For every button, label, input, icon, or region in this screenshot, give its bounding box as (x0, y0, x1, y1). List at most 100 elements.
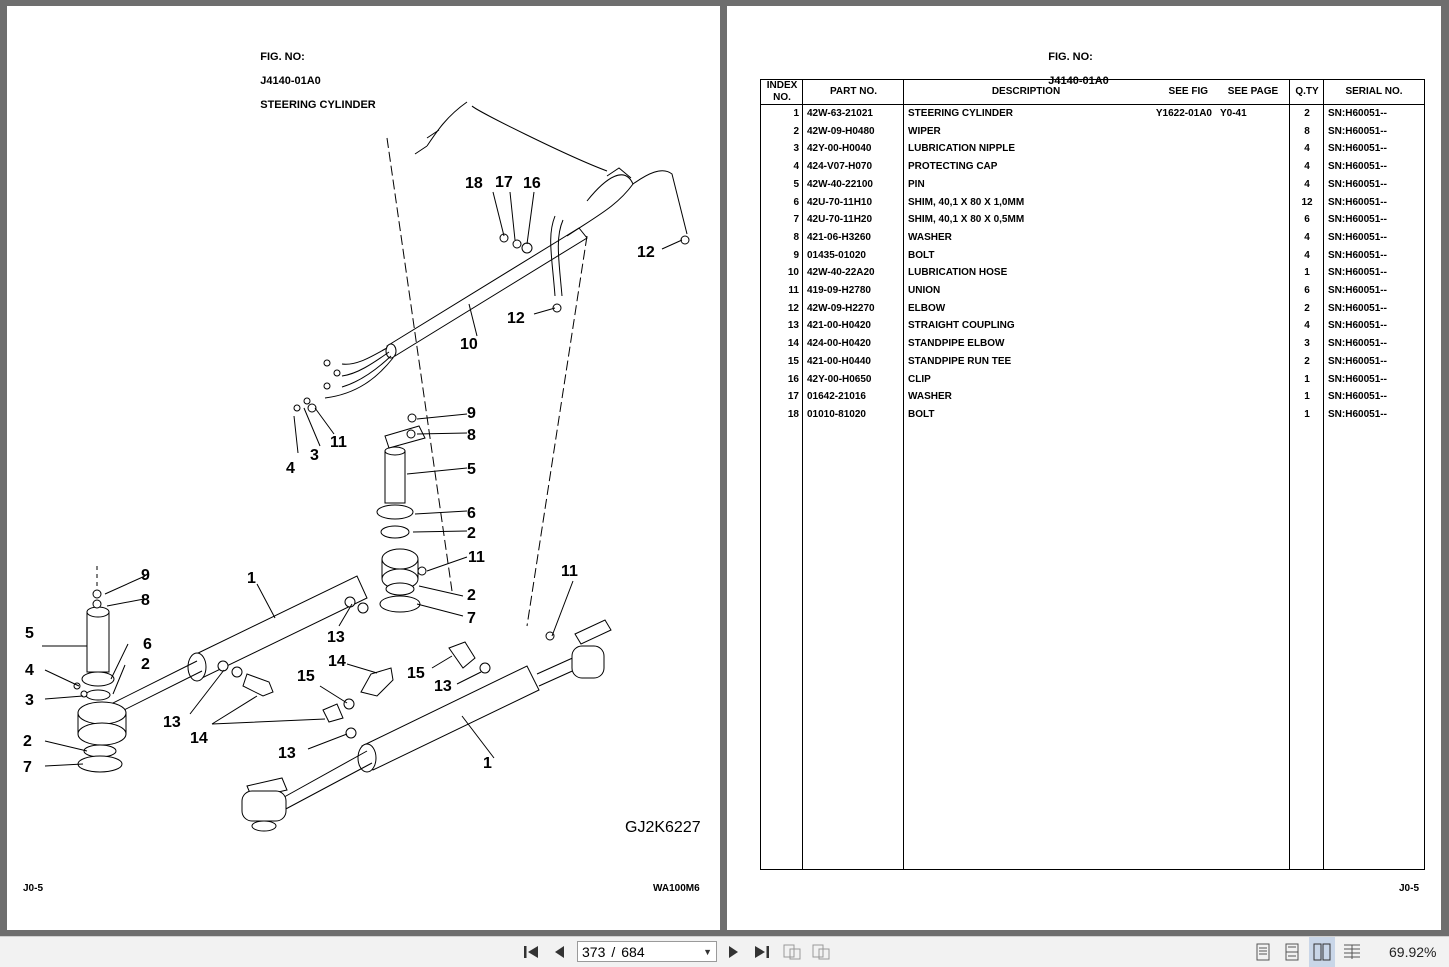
serial-cell: SN:H60051-- (1328, 320, 1387, 332)
fig-number: J4140-01A0 (260, 75, 321, 87)
serial-cell: SN:H60051-- (1328, 391, 1387, 403)
part-no-cell: 42W-40-22100 (807, 178, 873, 190)
description-cell: CLIP (908, 373, 931, 385)
see-page-cell (1216, 317, 1290, 335)
qty-cell: 4 (1304, 249, 1310, 261)
part-no-cell: 01010-81020 (807, 408, 866, 420)
part-no-cell: 42U-70-11H20 (807, 214, 873, 226)
serial-cell: SN:H60051-- (1328, 373, 1387, 385)
current-page: 373 (582, 943, 606, 960)
index-cell: 9 (793, 249, 799, 261)
part-no-cell: 42Y-00-H0650 (807, 373, 872, 385)
callout-10: 10 (460, 336, 478, 353)
footer-left: J0-5 (23, 883, 44, 894)
description-cell: BOLT (908, 249, 935, 261)
page-number-input[interactable]: 373 / 684 ▼ (577, 941, 717, 962)
fig-label: FIG. NO: (260, 51, 305, 63)
parts-table-grid: INDEX NO. PART NO. DESCRIPTION SEE FIG S… (761, 80, 1424, 424)
index-cell: 1 (793, 108, 799, 119)
qty-cell: 12 (1301, 196, 1313, 208)
callout-3-left: 3 (25, 692, 34, 709)
fig-label-right: FIG. NO: (1048, 51, 1093, 63)
serial-cell: SN:H60051-- (1328, 408, 1387, 420)
first-page-icon[interactable] (519, 937, 543, 967)
see-fig-cell (1148, 123, 1216, 141)
fit-icon[interactable] (809, 937, 833, 967)
serial-cell: SN:H60051-- (1328, 143, 1387, 155)
description-cell: WIPER (908, 125, 941, 137)
description-cell: STEERING CYLINDER (908, 108, 1014, 119)
chevron-down-icon[interactable]: ▼ (703, 946, 712, 957)
see-page-cell (1216, 194, 1290, 212)
part-no-cell: 42Y-00-H0040 (807, 143, 872, 155)
next-page-icon[interactable] (722, 937, 746, 967)
prev-page-icon[interactable] (547, 937, 571, 967)
index-cell: 2 (793, 125, 799, 137)
header-index: INDEX NO. (761, 80, 803, 105)
serial-cell: SN:H60051-- (1328, 231, 1387, 243)
qty-cell: 1 (1304, 373, 1310, 385)
see-page-cell (1216, 229, 1290, 247)
description-cell: LUBRICATION HOSE (908, 267, 1008, 279)
see-page-cell (1216, 158, 1290, 176)
right-page: FIG. NO: J4140-01A0 INDEX NO. PART NO. D… (727, 6, 1441, 930)
col-divider (1323, 80, 1324, 869)
qty-cell: 1 (1304, 267, 1310, 279)
rotate-icon[interactable] (780, 937, 804, 967)
description-cell: STRAIGHT COUPLING (908, 320, 1015, 332)
description-cell: SHIM, 40,1 X 80 X 0,5MM (908, 214, 1025, 226)
callout-15-b: 15 (407, 665, 425, 682)
continuous-icon[interactable] (1280, 937, 1304, 967)
callout-1-lower: 1 (483, 755, 492, 772)
see-fig-cell (1148, 388, 1216, 406)
figure-code: GJ2K6227 (625, 819, 701, 836)
see-fig-cell (1148, 406, 1216, 424)
part-no-cell: 42W-63-21021 (807, 108, 873, 119)
callout-17: 17 (495, 174, 513, 191)
description-cell: PROTECTING CAP (908, 161, 998, 173)
callout-2-upper: 2 (467, 525, 476, 542)
serial-cell: SN:H60051-- (1328, 125, 1387, 137)
callout-11-upper: 11 (330, 434, 347, 451)
single-page-icon[interactable] (1251, 937, 1275, 967)
description-cell: STANDPIPE ELBOW (908, 338, 1005, 350)
description-cell: SHIM, 40,1 X 80 X 1,0MM (908, 196, 1025, 208)
qty-cell: 4 (1304, 178, 1310, 190)
zoom-level[interactable]: 69.92% (1389, 944, 1437, 960)
callout-15-a: 15 (297, 668, 315, 685)
see-fig-cell (1148, 353, 1216, 371)
parts-table: INDEX NO. PART NO. DESCRIPTION SEE FIG S… (760, 79, 1425, 870)
qty-cell: 3 (1304, 338, 1310, 350)
callout-labels: 18 17 16 12 12 10 9 8 11 3 4 5 6 2 11 2 … (23, 174, 701, 836)
see-page-cell (1216, 247, 1290, 265)
description-cell: LUBRICATION NIPPLE (908, 143, 1016, 155)
last-page-icon[interactable] (750, 937, 774, 967)
callout-4-upper: 4 (286, 460, 295, 477)
header-serial: SERIAL NO. (1324, 80, 1424, 105)
description-cell: BOLT (908, 408, 935, 420)
qty-cell: 2 (1304, 108, 1310, 119)
qty-cell: 4 (1304, 143, 1310, 155)
index-cell: 7 (793, 214, 799, 226)
serial-cell: SN:H60051-- (1328, 214, 1387, 226)
description-cell: WASHER (908, 231, 952, 243)
two-page-continuous-icon[interactable] (1340, 937, 1364, 967)
viewer-toolbar: 373 / 684 ▼ 69.92% (0, 936, 1449, 967)
serial-cell: SN:H60051-- (1328, 178, 1387, 190)
header-description: DESCRIPTION (904, 80, 1148, 105)
callout-2-left: 2 (141, 656, 150, 673)
see-page-cell: Y0-41 (1220, 108, 1247, 119)
index-cell: 8 (793, 231, 799, 243)
qty-cell: 1 (1304, 408, 1310, 420)
two-page-icon[interactable] (1309, 937, 1335, 967)
callout-2-mid: 2 (467, 587, 476, 604)
index-cell: 10 (787, 267, 799, 279)
